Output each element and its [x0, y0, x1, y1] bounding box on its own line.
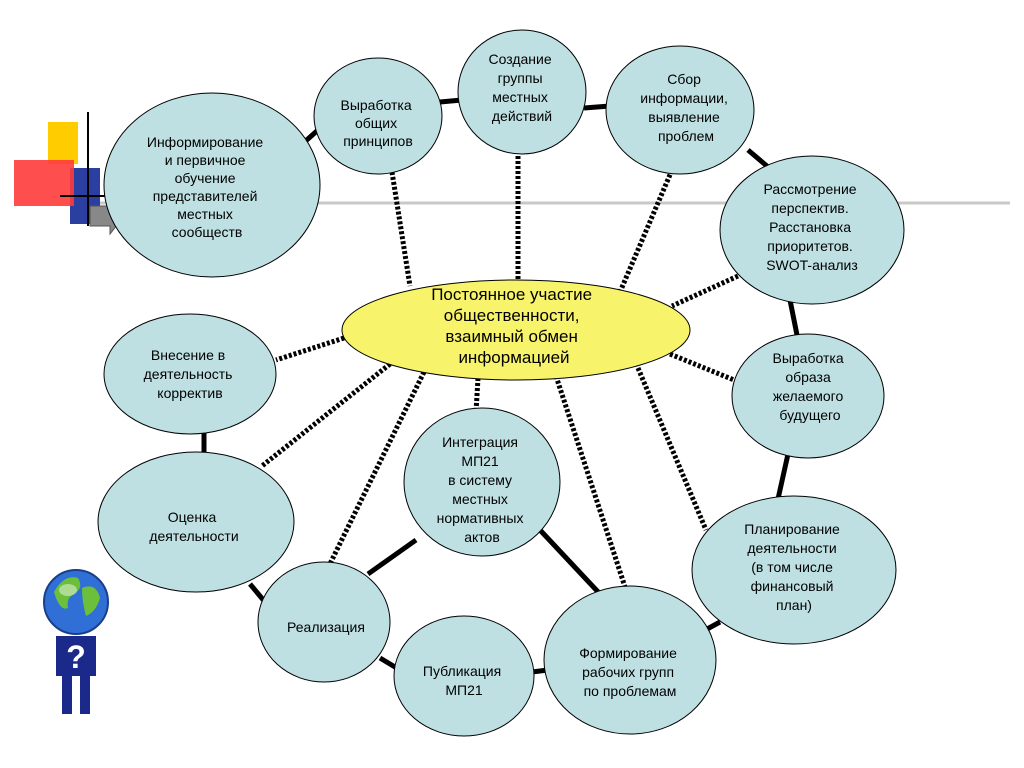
deco-yellow-square: [48, 122, 78, 164]
link-integration-working-groups: [538, 528, 602, 596]
dash-perspectives: [670, 273, 740, 309]
dash-evaluation: [260, 362, 392, 468]
label-collection: Сбор информации, выявление проблем: [640, 71, 732, 144]
link-implementation-integration: [366, 537, 418, 577]
node-vision: [731, 333, 885, 459]
node-corrections: [103, 313, 277, 435]
label-informing: Информирование и первичное обучение пред…: [147, 134, 267, 240]
center-node: [341, 279, 691, 381]
dash-implementation: [323, 370, 427, 574]
label-evaluation: Оценка деятельности: [149, 509, 238, 544]
globe-highlight: [59, 584, 77, 596]
dash-collection: [617, 169, 675, 293]
dash-corrections: [275, 335, 345, 363]
globe-person-icon: ?: [43, 569, 109, 714]
node-working-groups: [543, 585, 717, 735]
person-body: [56, 636, 96, 676]
deco-red-square: [14, 160, 74, 206]
label-working-groups: Формирование рабочих групп по проблемам: [579, 645, 681, 699]
nodes: [97, 29, 905, 737]
node-labels: Информирование и первичное обучение пред…: [144, 51, 861, 699]
label-perspectives: Рассмотрение перспектив. Расстановка при…: [764, 181, 861, 273]
label-center: Постоянное участие общественности, взаим…: [431, 285, 597, 367]
dash-planning: [635, 367, 709, 531]
node-principles: [313, 57, 443, 175]
label-principles: Выработка общих принципов: [341, 97, 416, 149]
label-corrections: Внесение в деятельность корректив: [144, 347, 237, 401]
label-planning: Планирование деятельности (в том числе ф…: [744, 521, 843, 613]
label-vision: Выработка образа желаемого будущего: [773, 350, 848, 423]
label-publication: Публикация МП21: [423, 663, 505, 698]
node-group: [457, 29, 587, 155]
label-implementation: Реализация: [287, 619, 365, 635]
node-perspectives: [719, 155, 905, 305]
globe-land-west: [54, 577, 81, 609]
label-group: Создание группы местных действий: [488, 51, 555, 124]
globe-land-east: [82, 586, 100, 616]
node-publication: [393, 615, 535, 737]
label-integration: Интеграция МП21 в систему местных нормат…: [437, 434, 528, 545]
dash-integration: [473, 377, 481, 413]
dash-vision: [669, 351, 735, 383]
node-planning: [691, 495, 897, 645]
node-collection: [605, 45, 755, 175]
person-left-leg: [62, 674, 72, 714]
node-implementation: [257, 561, 391, 683]
dash-working-groups: [553, 375, 629, 591]
dashed-connectors: [260, 146, 740, 591]
node-informing: [103, 92, 321, 278]
node-evaluation: [97, 451, 295, 593]
node-integration: [403, 407, 561, 557]
person-right-leg: [80, 674, 90, 714]
link-perspectives-vision: [787, 299, 801, 341]
question-mark-icon: ?: [66, 639, 86, 675]
dash-principles: [389, 171, 413, 287]
